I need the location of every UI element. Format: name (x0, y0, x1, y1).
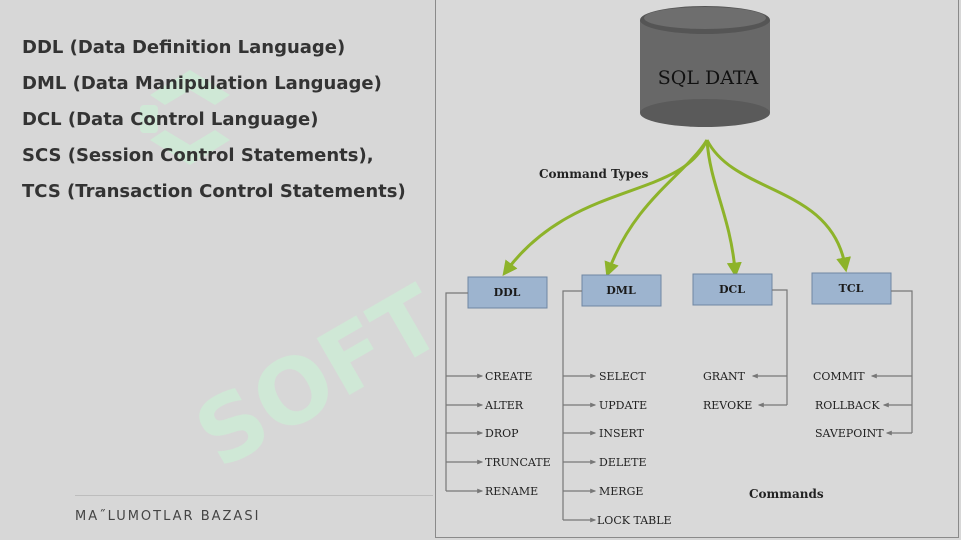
dml-box (581, 274, 662, 307)
command-label: UPDATE (599, 399, 647, 412)
command-label: MERGE (599, 485, 643, 498)
sql-language-list: DDL (Data Definition Language) DML (Data… (22, 30, 406, 210)
connector-lines (445, 289, 913, 523)
arrow-to-dml (604, 139, 709, 278)
list-item: DDL (Data Definition Language) (22, 37, 346, 58)
command-label: ROLLBACK (815, 399, 880, 412)
command-label: INSERT (599, 427, 645, 440)
svg-text:SOFT: SOFT (179, 266, 460, 489)
footer-title: MA˝LUMOTLAR BAZASI (75, 509, 261, 524)
command-types-label: Command Types (539, 167, 649, 181)
command-label: CREATE (485, 370, 532, 383)
dml-box-label: DML (606, 284, 636, 297)
list-item: DCL (Data Control Language) (22, 109, 319, 130)
sql-command-diagram: SQL DATA Command Types DDL DML DCL TCL (445, 6, 913, 527)
command-label: COMMIT (813, 370, 865, 383)
arrow-to-ddl (502, 139, 709, 276)
tcl-box (811, 272, 892, 305)
command-label: DROP (485, 427, 519, 440)
ddl-box-label: DDL (494, 286, 521, 299)
tcl-box-label: TCL (839, 282, 864, 295)
footer-divider (75, 495, 433, 496)
command-label: REVOKE (703, 399, 752, 412)
arrow-to-tcl (705, 139, 851, 273)
dcl-box-label: DCL (719, 283, 745, 296)
database-label: SQL DATA (658, 67, 759, 89)
command-label: GRANT (703, 370, 746, 383)
list-item: TCS (Transaction Control Statements) (22, 181, 406, 202)
command-label: DELETE (599, 456, 647, 469)
list-item: DML (Data Manipulation Language) (22, 73, 382, 94)
command-label: RENAME (485, 485, 538, 498)
ddl-box (467, 276, 548, 309)
database-cylinder-icon (640, 6, 770, 127)
command-label: ALTER (484, 399, 524, 412)
command-label: SELECT (599, 370, 646, 383)
commands-label: Commands (749, 487, 824, 501)
list-item: SCS (Session Control Statements), (22, 145, 374, 166)
command-label: TRUNCATE (485, 456, 551, 469)
dcl-box (692, 273, 773, 306)
arrow-to-dcl (705, 139, 742, 278)
green-arrows (502, 139, 851, 278)
command-label: SAVEPOINT (815, 427, 884, 440)
command-label: LOCK TABLE (597, 514, 672, 527)
